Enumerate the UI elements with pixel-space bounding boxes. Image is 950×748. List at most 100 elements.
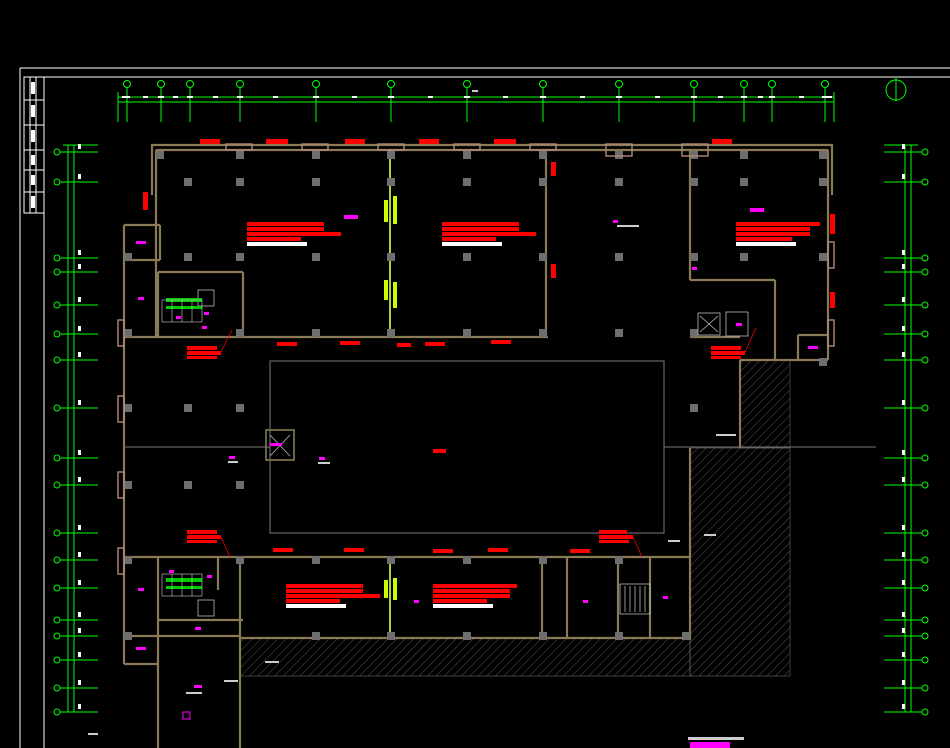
axis-bubble-side [53, 250, 98, 262]
axis-bubble-side [53, 612, 98, 624]
axis-bubble-side [884, 174, 929, 186]
column [463, 329, 471, 337]
left-dimension-chain [53, 144, 98, 716]
axis-bubble-side [53, 144, 98, 156]
axis-bubble-side [53, 680, 98, 692]
axis-bubble-side [884, 264, 929, 276]
column [124, 404, 132, 412]
title-block-marks [31, 82, 35, 208]
column [124, 632, 132, 640]
column [615, 178, 623, 186]
column [463, 632, 471, 640]
dimension-text-mark [655, 96, 660, 98]
axis-bubble-top [768, 80, 776, 122]
dimension-text-mark [173, 96, 178, 98]
column [690, 329, 698, 337]
column [156, 151, 164, 159]
column [539, 632, 547, 640]
axis-bubble-side [53, 477, 98, 489]
column [615, 151, 623, 159]
column [819, 358, 827, 366]
column [819, 253, 827, 261]
column [387, 329, 395, 337]
axis-bubble-side [884, 477, 929, 489]
white-label-bars [247, 242, 796, 608]
axis-bubble-top [387, 80, 395, 122]
column [819, 151, 827, 159]
column [463, 178, 471, 186]
axis-bubble-side [884, 680, 929, 692]
axis-bubble-side [884, 450, 929, 462]
axis-bubble-top [463, 80, 471, 122]
axis-bubble-side [884, 652, 929, 664]
axis-bubble-side [53, 525, 98, 537]
dimension-text-mark [718, 96, 723, 98]
axis-bubble-top [236, 80, 244, 122]
axis-bubble-top [615, 80, 623, 122]
axis-bubble-side [884, 525, 929, 537]
magenta-tags [136, 208, 818, 748]
axis-bubble-side [53, 297, 98, 309]
axis-bubble-top [123, 80, 131, 122]
axis-bubble-side [884, 352, 929, 364]
dimension-text-mark [758, 96, 763, 98]
column [463, 556, 471, 564]
small-magenta-square [182, 711, 191, 720]
column [312, 329, 320, 337]
column [690, 404, 698, 412]
axis-bubble-top [740, 80, 748, 122]
column [615, 329, 623, 337]
axis-bubble-side [53, 652, 98, 664]
column [184, 481, 192, 489]
axis-bubble-side [884, 400, 929, 412]
column [236, 178, 244, 186]
axis-bubble-top [821, 80, 829, 122]
column [387, 178, 395, 186]
dimension-text-mark [799, 96, 804, 98]
axis-bubble-side [884, 250, 929, 262]
column [184, 253, 192, 261]
axis-bubble-side [884, 297, 929, 309]
axis-bubble-side [53, 264, 98, 276]
column [740, 151, 748, 159]
axis-bubble-side [53, 450, 98, 462]
structural-columns [124, 151, 827, 640]
central-atrium-outline [269, 360, 665, 534]
column [312, 151, 320, 159]
column [184, 404, 192, 412]
axis-bubble-side [53, 174, 98, 186]
axis-bubble-side [53, 628, 98, 640]
column [236, 253, 244, 261]
column [463, 151, 471, 159]
north-arrow-icon [885, 78, 907, 101]
axis-bubble-side [53, 552, 98, 564]
vertical-notes [384, 196, 397, 600]
column [615, 253, 623, 261]
axis-bubble-side [53, 400, 98, 412]
column [236, 556, 244, 564]
column [236, 329, 244, 337]
column [124, 556, 132, 564]
column [387, 556, 395, 564]
column [539, 178, 547, 186]
column [615, 632, 623, 640]
column [124, 329, 132, 337]
leader-lines [220, 327, 757, 558]
column [690, 178, 698, 186]
column [682, 632, 690, 640]
column [539, 253, 547, 261]
axis-bubble-top [312, 80, 320, 122]
right-dimension-chain [884, 144, 929, 716]
column [740, 253, 748, 261]
column [539, 329, 547, 337]
axis-bubble-side [53, 704, 98, 716]
dimension-text-mark [352, 96, 357, 98]
drawing-frame [19, 67, 950, 748]
axis-bubble-side [53, 352, 98, 364]
column [539, 556, 547, 564]
axis-bubble-top [539, 80, 547, 122]
column [312, 253, 320, 261]
axis-bubble-top [690, 80, 698, 122]
restroom-fixtures [166, 298, 202, 589]
